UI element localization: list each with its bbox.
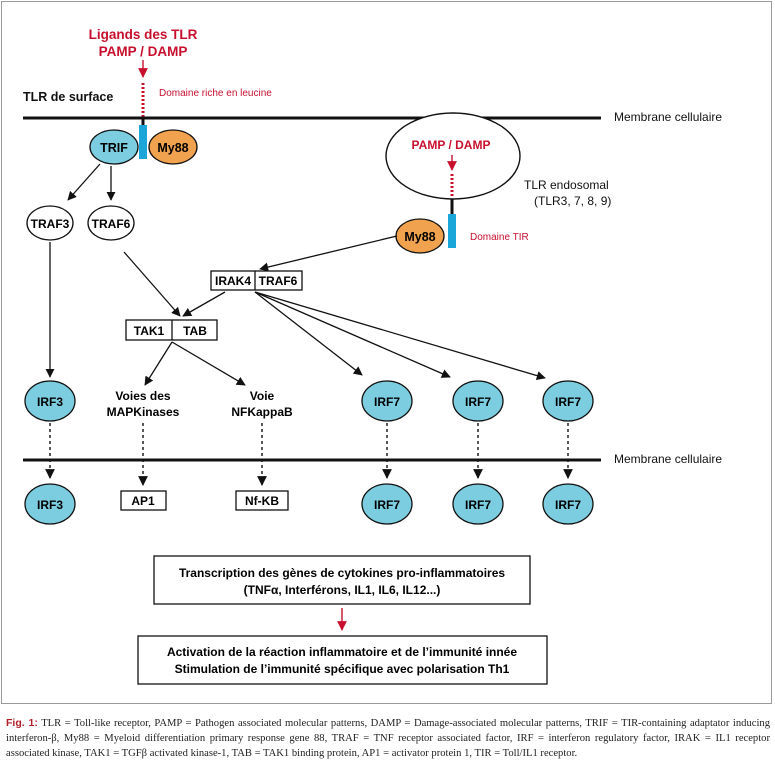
arrow-traf6-tak1 — [123, 251, 181, 317]
irf3-top-node — [24, 380, 76, 422]
arrow-irak4-irf7-3 — [254, 291, 546, 381]
voies-label-1: Voies des — [115, 389, 170, 403]
irf7-bottom-label-1: IRF7 — [374, 498, 400, 512]
traf3-node — [26, 205, 74, 241]
tir-domain-surface — [139, 125, 147, 159]
irf3-bottom-node — [24, 483, 76, 525]
my88-surface-node — [148, 129, 198, 165]
tlr-endosomal-label: TLR endosomal — [524, 178, 609, 192]
tab-label: TAB — [183, 324, 207, 338]
irf7-top-node-3 — [542, 380, 594, 422]
activation-line1: Activation de la réaction inflammatoire … — [167, 645, 517, 659]
ap1-box — [120, 490, 167, 511]
arrow-irak4-irf7-1 — [254, 291, 363, 376]
translocation-arrows — [45, 423, 573, 486]
membrane-label-top: Membrane cellulaire — [614, 110, 722, 124]
transcription-line1: Transcription des gènes de cytokines pro… — [179, 566, 505, 580]
traf3-label: TRAF3 — [31, 217, 70, 231]
activation-line2: Stimulation de l’immunité spécifique ave… — [175, 662, 510, 676]
arrow-trif-traf3 — [67, 163, 101, 201]
irak4-traf6-box — [210, 270, 303, 291]
irf7-bottom-node-3 — [542, 483, 594, 525]
figure-caption: Fig. 1: TLR = Toll-like receptor, PAMP =… — [6, 716, 770, 761]
ligands-title-line1: Ligands des TLR — [89, 27, 198, 42]
irf7-bottom-node-2 — [452, 483, 504, 525]
my88-surface-label: My88 — [157, 141, 188, 155]
irf7-bottom-label-3: IRF7 — [555, 498, 581, 512]
irf7-top-node-2 — [452, 380, 504, 422]
arrow-my88-irak4 — [259, 235, 398, 272]
tlr-surface-label: TLR de surface — [23, 90, 113, 104]
my88-endosome-label: My88 — [404, 230, 435, 244]
nfkb-label: Nf-KB — [245, 494, 279, 508]
tak1-label: TAK1 — [134, 324, 165, 338]
activation-box — [137, 635, 548, 685]
trif-label: TRIF — [100, 141, 128, 155]
irf7-top-node-1 — [361, 380, 413, 422]
ap1-label: AP1 — [131, 494, 155, 508]
traf6-box-label: TRAF6 — [259, 274, 298, 288]
nfkb-box — [235, 490, 289, 511]
membrane-label-bottom: Membrane cellulaire — [614, 452, 722, 466]
arrow-tak1-nfkb — [171, 341, 246, 386]
ligands-title-line2: PAMP / DAMP — [99, 44, 188, 59]
voie-label-2: NFKappaB — [231, 405, 293, 419]
irf7-top-label-2: IRF7 — [465, 395, 491, 409]
domaine-tir-label: Domaine TIR — [470, 232, 529, 243]
irf7-top-label-3: IRF7 — [555, 395, 581, 409]
tlr-signaling-diagram: Ligands des TLR PAMP / DAMP Domaine rich… — [23, 27, 722, 685]
arrow-tak1-mapk — [144, 341, 173, 386]
irf7-bottom-label-2: IRF7 — [465, 498, 491, 512]
figure-frame — [1, 1, 772, 704]
tlr-endosomal-list: (TLR3, 7, 8, 9) — [534, 194, 611, 208]
tir-domain-endosome — [448, 214, 456, 248]
arrow-irak4-irf7-2 — [254, 291, 451, 378]
irf3-bottom-label: IRF3 — [37, 498, 63, 512]
caption-text: TLR = Toll-like receptor, PAMP = Pathoge… — [6, 718, 771, 759]
traf6-label: TRAF6 — [92, 217, 131, 231]
irf7-top-label-1: IRF7 — [374, 395, 400, 409]
voie-label-1: Voie — [250, 389, 275, 403]
irf3-top-label: IRF3 — [37, 395, 63, 409]
voies-label-2: MAPKinases — [107, 405, 180, 419]
pamp-damp-endosome: PAMP / DAMP — [412, 138, 491, 152]
caption-label: Fig. 1: — [6, 717, 38, 729]
irf7-bottom-node-1 — [361, 483, 413, 525]
domaine-leucine-label: Domaine riche en leucine — [159, 88, 272, 99]
traf6-node — [87, 205, 135, 241]
transcription-line2: (TNFα, Interférons, IL1, IL6, IL12...) — [244, 583, 441, 597]
arrow-irak4-tak1 — [182, 291, 226, 317]
transcription-box — [153, 555, 531, 605]
trif-node — [89, 129, 139, 165]
irak4-label: IRAK4 — [215, 274, 251, 288]
